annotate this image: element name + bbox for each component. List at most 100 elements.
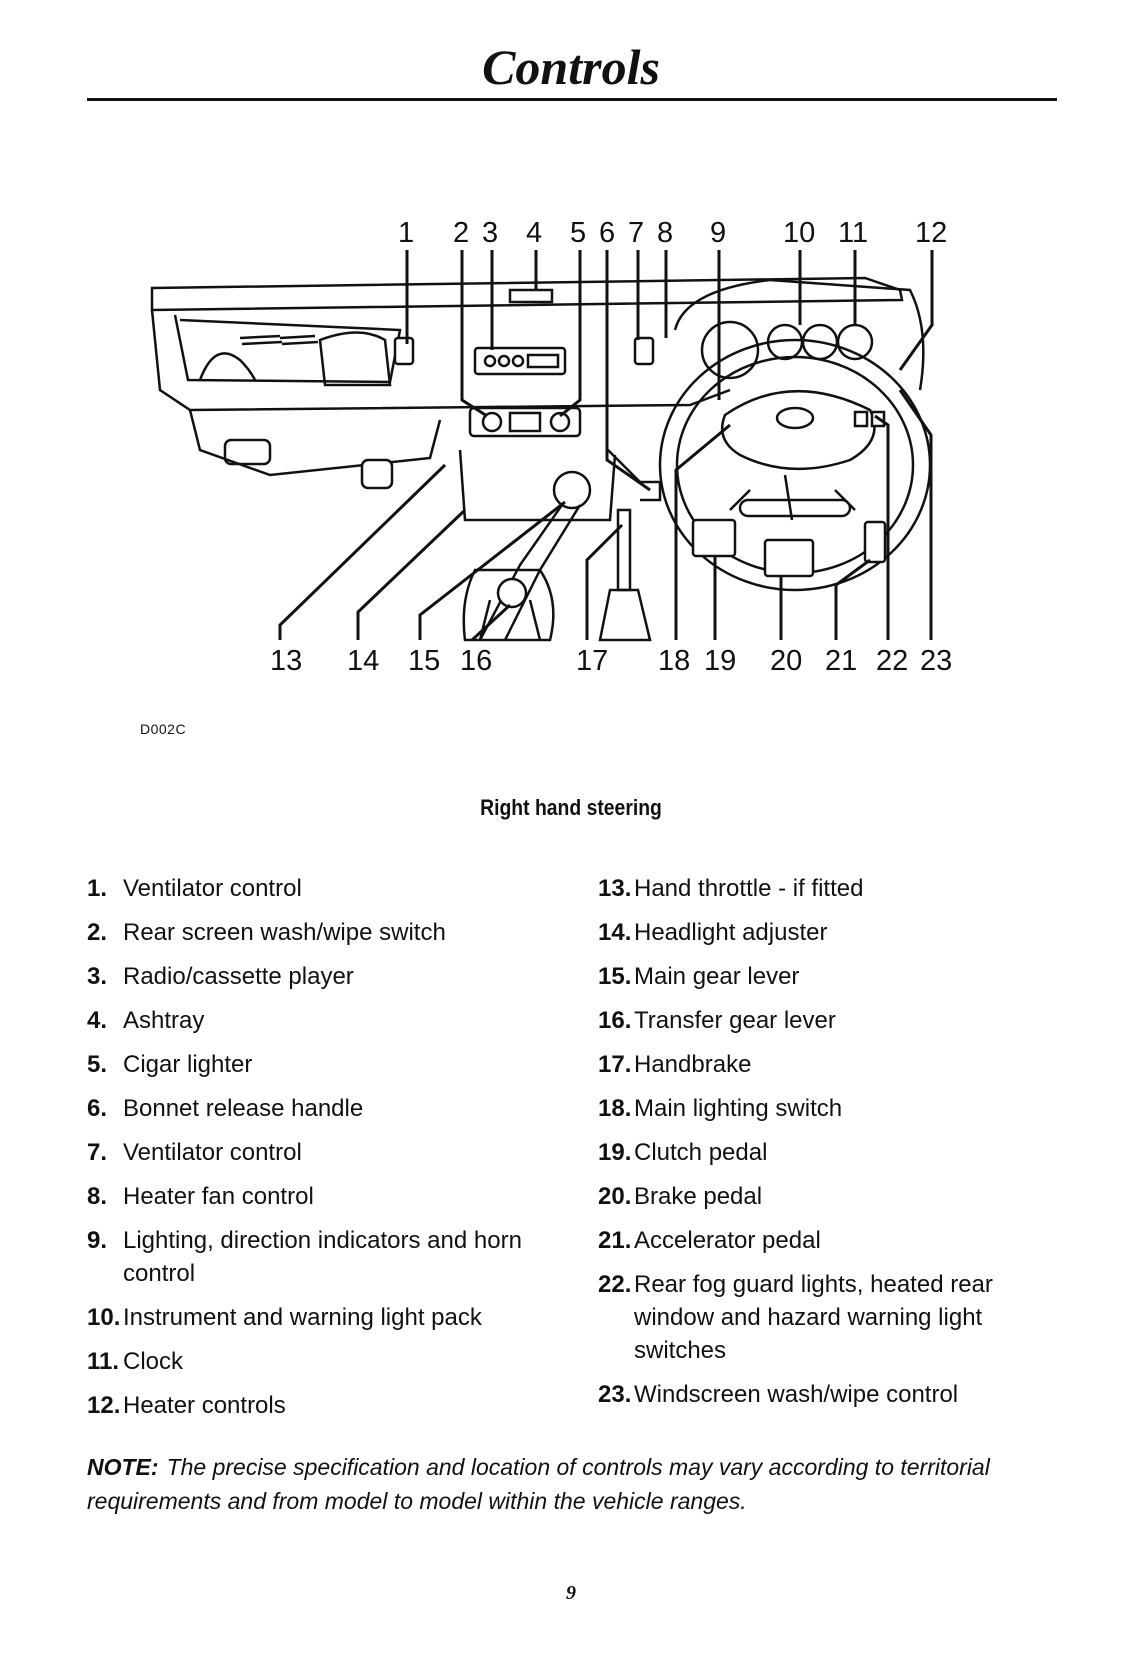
legend-item: 11.Clock — [87, 1345, 547, 1378]
legend-item-number: 20. — [598, 1183, 632, 1210]
legend-item-number: 21. — [598, 1227, 632, 1254]
legend-item-number: 10. — [87, 1304, 121, 1331]
legend-item-text: Bonnet release handle — [123, 1095, 364, 1122]
leader-lines — [278, 250, 934, 642]
note-text: The precise specification and location o… — [87, 1454, 990, 1514]
callout-11: 11 — [838, 220, 868, 249]
legend-item: 16.Transfer gear lever — [598, 1004, 1058, 1037]
legend-item: 23.Windscreen wash/wipe control — [598, 1378, 1058, 1411]
legend-item-text: Heater fan control — [123, 1183, 314, 1210]
steering-wheel-shape — [658, 278, 932, 592]
callout-14: 14 — [347, 645, 379, 677]
legend-item-number: 22. — [598, 1271, 632, 1298]
callout-8: 8 — [657, 220, 673, 249]
legend-item-text: Handbrake — [634, 1051, 752, 1078]
legend-item-number: 4. — [87, 1007, 108, 1034]
legend-item-number: 18. — [598, 1095, 632, 1122]
legend-item-text: Headlight adjuster — [634, 919, 828, 946]
legend-item-number: 9. — [87, 1227, 108, 1254]
dashboard-illustration: 1 2 3 4 5 6 7 8 9 10 11 12 13 14 15 16 1… — [150, 217, 952, 677]
legend-item-number: 15. — [598, 963, 632, 990]
legend-item: 22.Rear fog guard lights, heated rear wi… — [598, 1268, 1058, 1367]
legend-item: 6. Bonnet release handle — [87, 1092, 547, 1125]
legend-item-number: 19. — [598, 1139, 632, 1166]
legend-item: 12.Heater controls — [87, 1389, 547, 1422]
legend-item: 15.Main gear lever — [598, 960, 1058, 993]
dashboard-shape — [150, 276, 904, 642]
legend-item: 19.Clutch pedal — [598, 1136, 1058, 1169]
legend-item-text: Lighting, direction indicators and horn … — [123, 1227, 522, 1287]
legend-item-number: 14. — [598, 919, 632, 946]
legend-item-number: 17. — [598, 1051, 632, 1078]
legend-item-number: 8. — [87, 1183, 108, 1210]
figure-code: D002C — [140, 721, 187, 737]
legend-item-text: Ashtray — [123, 1007, 205, 1034]
legend-item-text: Ventilator control — [123, 1139, 302, 1166]
callout-10: 10 — [783, 220, 815, 249]
legend-item-text: Accelerator pedal — [634, 1227, 821, 1254]
legend-item: 9. Lighting, direction indicators and hor… — [87, 1224, 547, 1290]
legend-item-text: Brake pedal — [634, 1183, 763, 1210]
callout-13: 13 — [270, 645, 302, 677]
legend-item: 20.Brake pedal — [598, 1180, 1058, 1213]
callout-12: 12 — [915, 220, 947, 249]
legend-item-number: 13. — [598, 875, 632, 902]
callout-2: 2 — [453, 220, 469, 249]
legend-item-number: 6. — [87, 1095, 108, 1122]
legend-item: 18.Main lighting switch — [598, 1092, 1058, 1125]
legend-item-number: 12. — [87, 1392, 121, 1419]
legend-item-number: 16. — [598, 1007, 632, 1034]
legend-item: 10.Instrument and warning light pack — [87, 1301, 547, 1334]
legend-item-text: Ventilator control — [123, 875, 302, 902]
legend-item: 1. Ventilator control — [87, 872, 547, 905]
legend-item: 21.Accelerator pedal — [598, 1224, 1058, 1257]
legend-right-column: 13.Hand throttle - if fitted 14.Headlight… — [598, 872, 1058, 1422]
legend-item: 3.Radio/cassette player — [87, 960, 547, 993]
callout-19: 19 — [704, 645, 736, 677]
callout-23: 23 — [920, 645, 952, 677]
legend-item-text: Main lighting switch — [634, 1095, 843, 1122]
callout-21: 21 — [825, 645, 857, 677]
legend-left-column: 1. Ventilator control 2. Rear screen wash/w… — [87, 872, 547, 1433]
callout-20: 20 — [770, 645, 802, 677]
title-rule — [87, 98, 1057, 101]
legend-item: 5. Cigar lighter — [87, 1048, 547, 1081]
legend-item: 8. Heater fan control — [87, 1180, 547, 1213]
callout-16: 16 — [460, 645, 492, 677]
legend-item-text: Heater controls — [123, 1392, 286, 1419]
callout-17: 17 — [576, 645, 608, 677]
legend-item-number: 5. — [87, 1051, 108, 1078]
legend-item-number: 11. — [87, 1348, 120, 1375]
legend-item-number: 23. — [598, 1381, 632, 1408]
legend-item-text: Cigar lighter — [123, 1051, 253, 1078]
callout-3: 3 — [482, 220, 498, 249]
legend-item: 7.Ventilator control — [87, 1136, 547, 1169]
callout-5: 5 — [570, 220, 586, 249]
legend-item-number: 1. — [87, 875, 108, 902]
legend-item-text: Rear screen wash/wipe switch — [123, 919, 446, 946]
legend-item-number: 2. — [87, 919, 108, 946]
page-title: Controls — [482, 39, 660, 95]
note-label: NOTE: — [87, 1454, 159, 1480]
callout-22: 22 — [876, 645, 908, 677]
legend-item-text: Transfer gear lever — [634, 1007, 836, 1034]
callout-6: 6 — [599, 220, 615, 249]
callout-9: 9 — [710, 220, 726, 249]
legend-item-text: Windscreen wash/wipe control — [634, 1381, 959, 1408]
page-number: 9 — [566, 1582, 576, 1604]
legend-item: 13.Hand throttle - if fitted — [598, 872, 1058, 905]
legend-item-text: Clutch pedal — [634, 1139, 768, 1166]
callout-15: 15 — [408, 645, 440, 677]
legend-item-text: Radio/cassette player — [123, 963, 354, 990]
legend-item-text: Clock — [123, 1348, 184, 1375]
note-paragraph: NOTE:The precise specification and locat… — [87, 1450, 1057, 1518]
dashboard-diagram: 1 2 3 4 5 6 7 8 9 10 11 12 13 14 15 16 1… — [130, 217, 1030, 740]
callout-7: 7 — [628, 220, 644, 249]
legend-item-text: Instrument and warning light pack — [123, 1304, 482, 1331]
legend-item-text: Main gear lever — [634, 963, 800, 990]
legend-item: 2. Rear screen wash/wipe switch — [87, 916, 547, 949]
callout-4: 4 — [526, 220, 542, 249]
callout-1: 1 — [398, 220, 414, 249]
legend-item: 4. Ashtray — [87, 1004, 547, 1037]
legend-item: 17.Handbrake — [598, 1048, 1058, 1081]
